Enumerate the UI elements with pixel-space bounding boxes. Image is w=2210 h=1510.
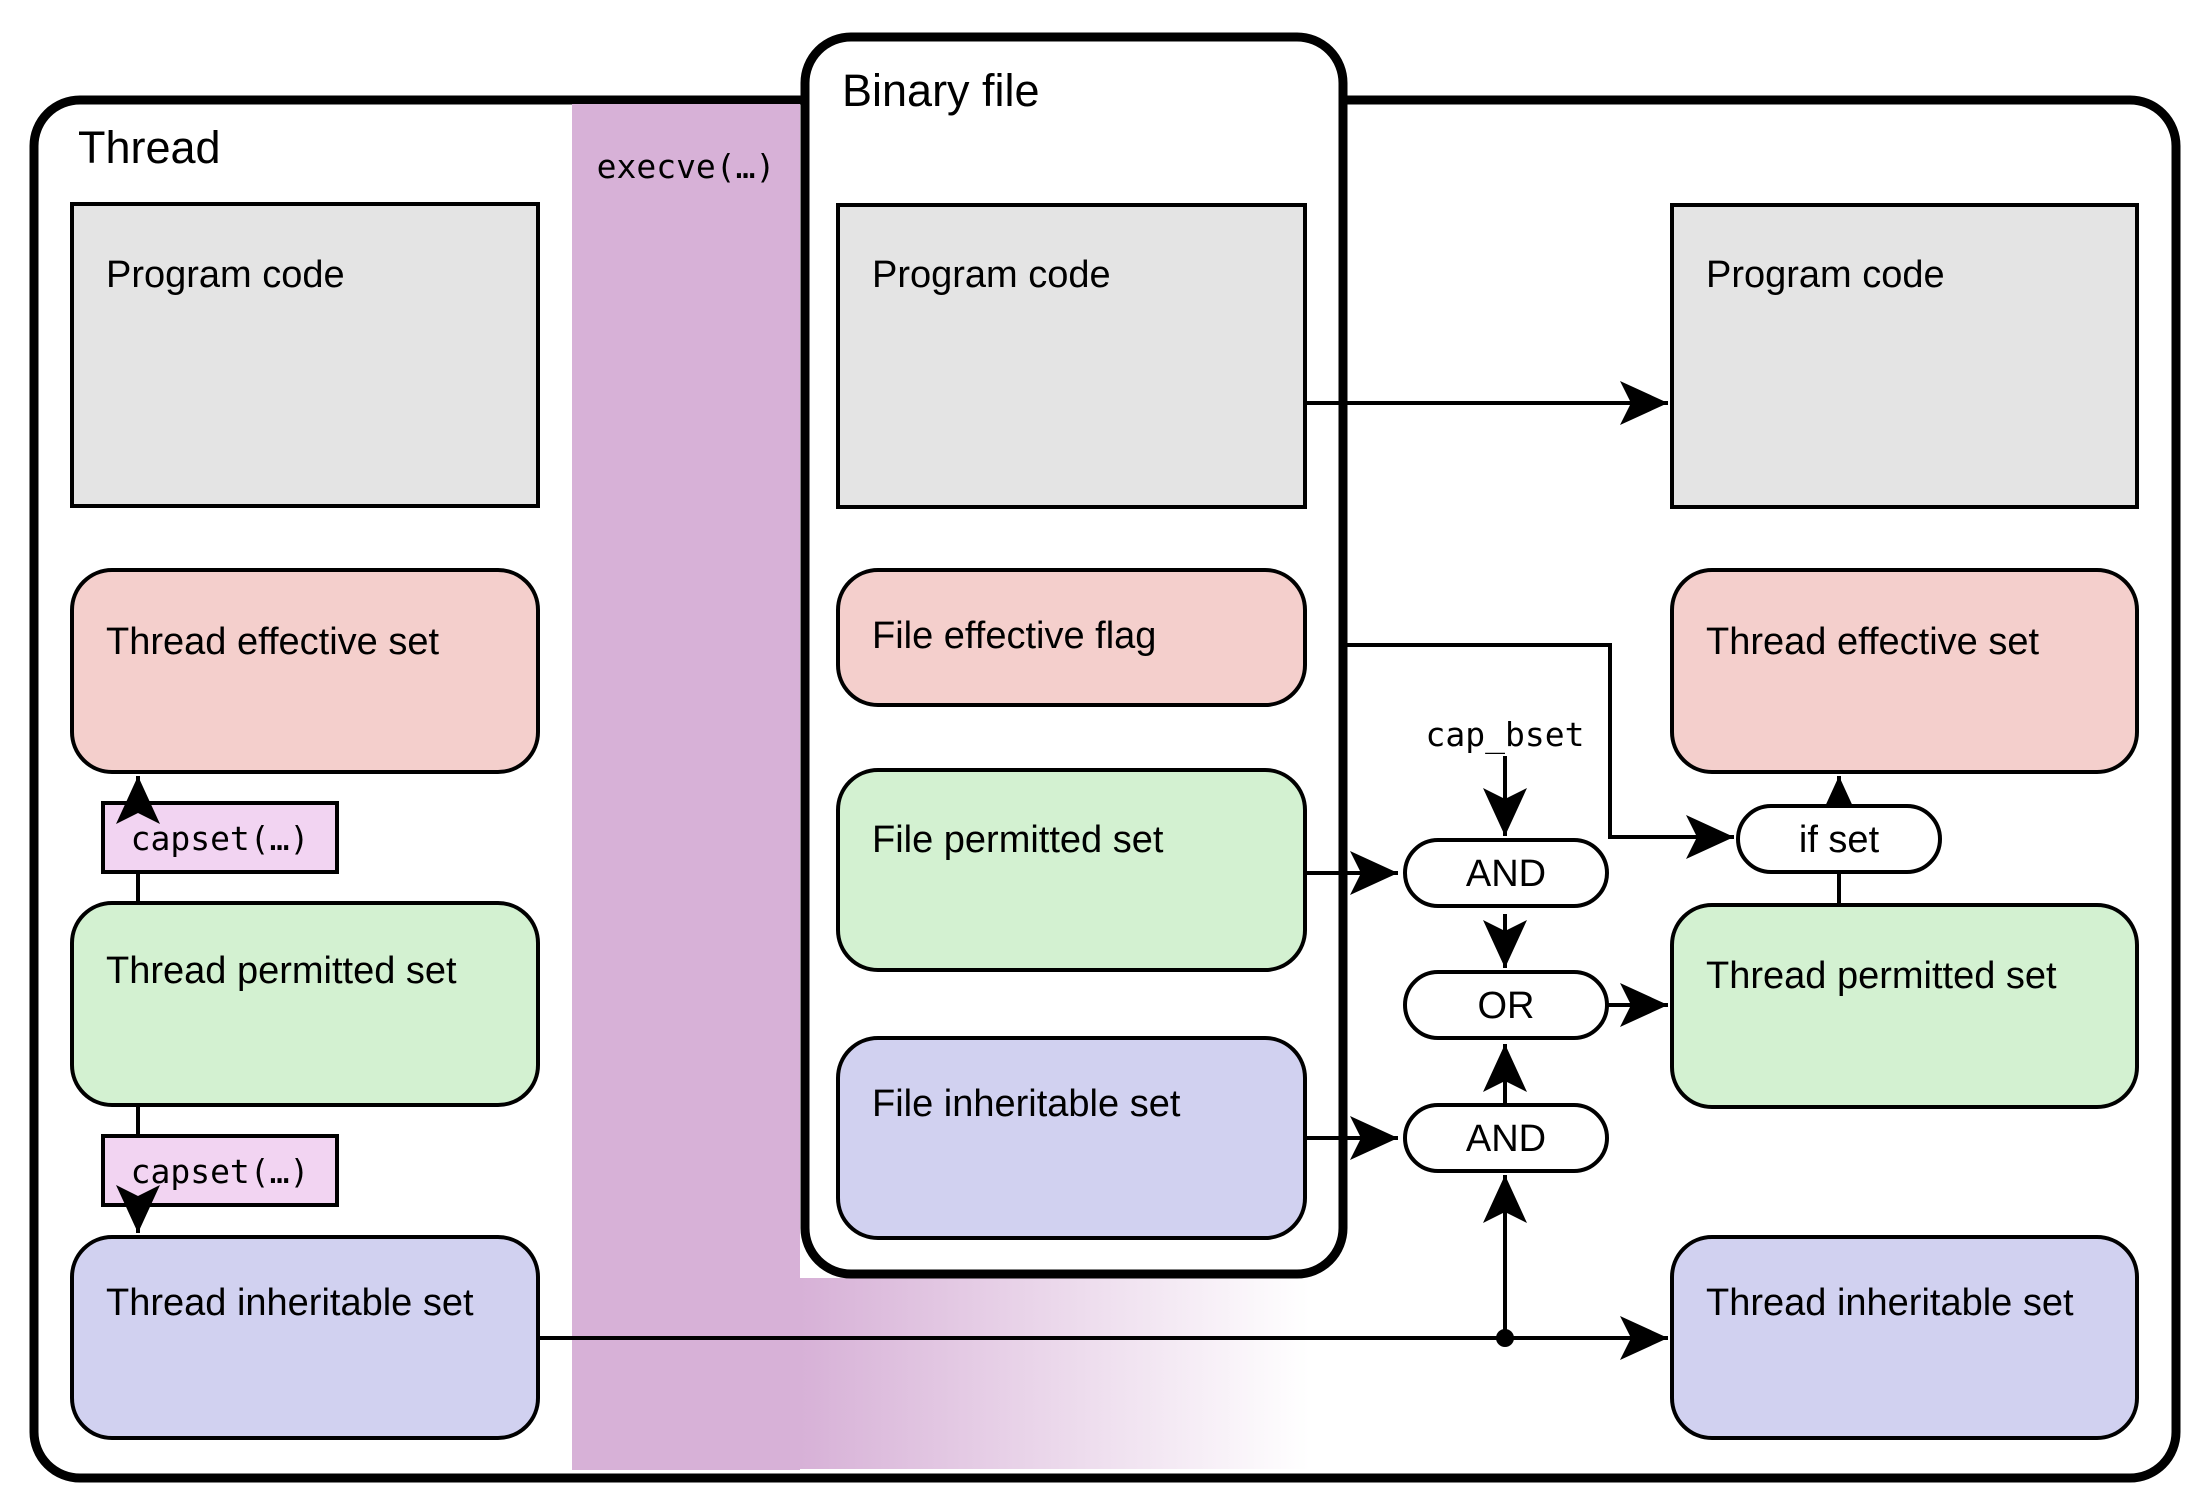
thread-effective-set-box bbox=[70, 568, 540, 774]
arrow-effective-flag-to-if-set bbox=[1344, 643, 1734, 859]
result-program-code-label: Program code bbox=[1706, 254, 1945, 296]
file-effective-flag-box bbox=[836, 568, 1307, 707]
thread-permitted-set-label: Thread permitted set bbox=[106, 950, 457, 992]
thread-inheritable-set-box bbox=[70, 1235, 540, 1440]
file-permitted-set-label: File permitted set bbox=[872, 819, 1164, 861]
and-top-label: AND bbox=[1466, 853, 1546, 895]
and-bottom-operator bbox=[1403, 1103, 1609, 1173]
or-operator bbox=[1403, 970, 1609, 1040]
or-label: OR bbox=[1478, 985, 1535, 1027]
cap-bset-label: cap_bset bbox=[1426, 715, 1585, 755]
if-set-operator bbox=[1736, 804, 1942, 874]
result-inheritable-set-box bbox=[1670, 1235, 2139, 1440]
thread-program-code-label: Program code bbox=[106, 254, 345, 296]
result-inheritable-set-label: Thread inheritable set bbox=[1706, 1282, 2074, 1324]
thread-program-code-box bbox=[70, 202, 540, 508]
file-program-code-box bbox=[836, 203, 1307, 509]
result-program-code-box bbox=[1670, 203, 2139, 509]
file-effective-flag-label: File effective flag bbox=[872, 615, 1156, 657]
file-permitted-set-box bbox=[836, 768, 1307, 972]
result-effective-set-box bbox=[1670, 568, 2139, 774]
and-top-operator bbox=[1403, 838, 1609, 908]
file-program-code-label: Program code bbox=[872, 254, 1111, 296]
junction-dot bbox=[1496, 1329, 1514, 1347]
thread-inheritable-set-label: Thread inheritable set bbox=[106, 1282, 474, 1324]
result-permitted-set-label: Thread permitted set bbox=[1706, 955, 2057, 997]
execve-band-fade bbox=[800, 1278, 1310, 1469]
binary-file-panel-title: Binary file bbox=[842, 65, 1040, 116]
capset-bottom-label: capset(…) bbox=[131, 1152, 310, 1191]
thread-panel-title: Thread bbox=[78, 122, 221, 173]
execve-band bbox=[572, 104, 800, 1470]
thread-effective-set-label: Thread effective set bbox=[106, 621, 439, 663]
and-bottom-label: AND bbox=[1466, 1118, 1546, 1160]
file-inheritable-set-label: File inheritable set bbox=[872, 1083, 1181, 1125]
file-inheritable-set-box bbox=[836, 1036, 1307, 1240]
thread-permitted-set-box bbox=[70, 901, 540, 1107]
capset-top-label: capset(…) bbox=[131, 819, 310, 858]
execve-label: execve(…) bbox=[597, 147, 776, 186]
result-effective-set-label: Thread effective set bbox=[1706, 621, 2039, 663]
result-permitted-set-box bbox=[1670, 903, 2139, 1109]
if-set-label: if set bbox=[1799, 819, 1880, 861]
